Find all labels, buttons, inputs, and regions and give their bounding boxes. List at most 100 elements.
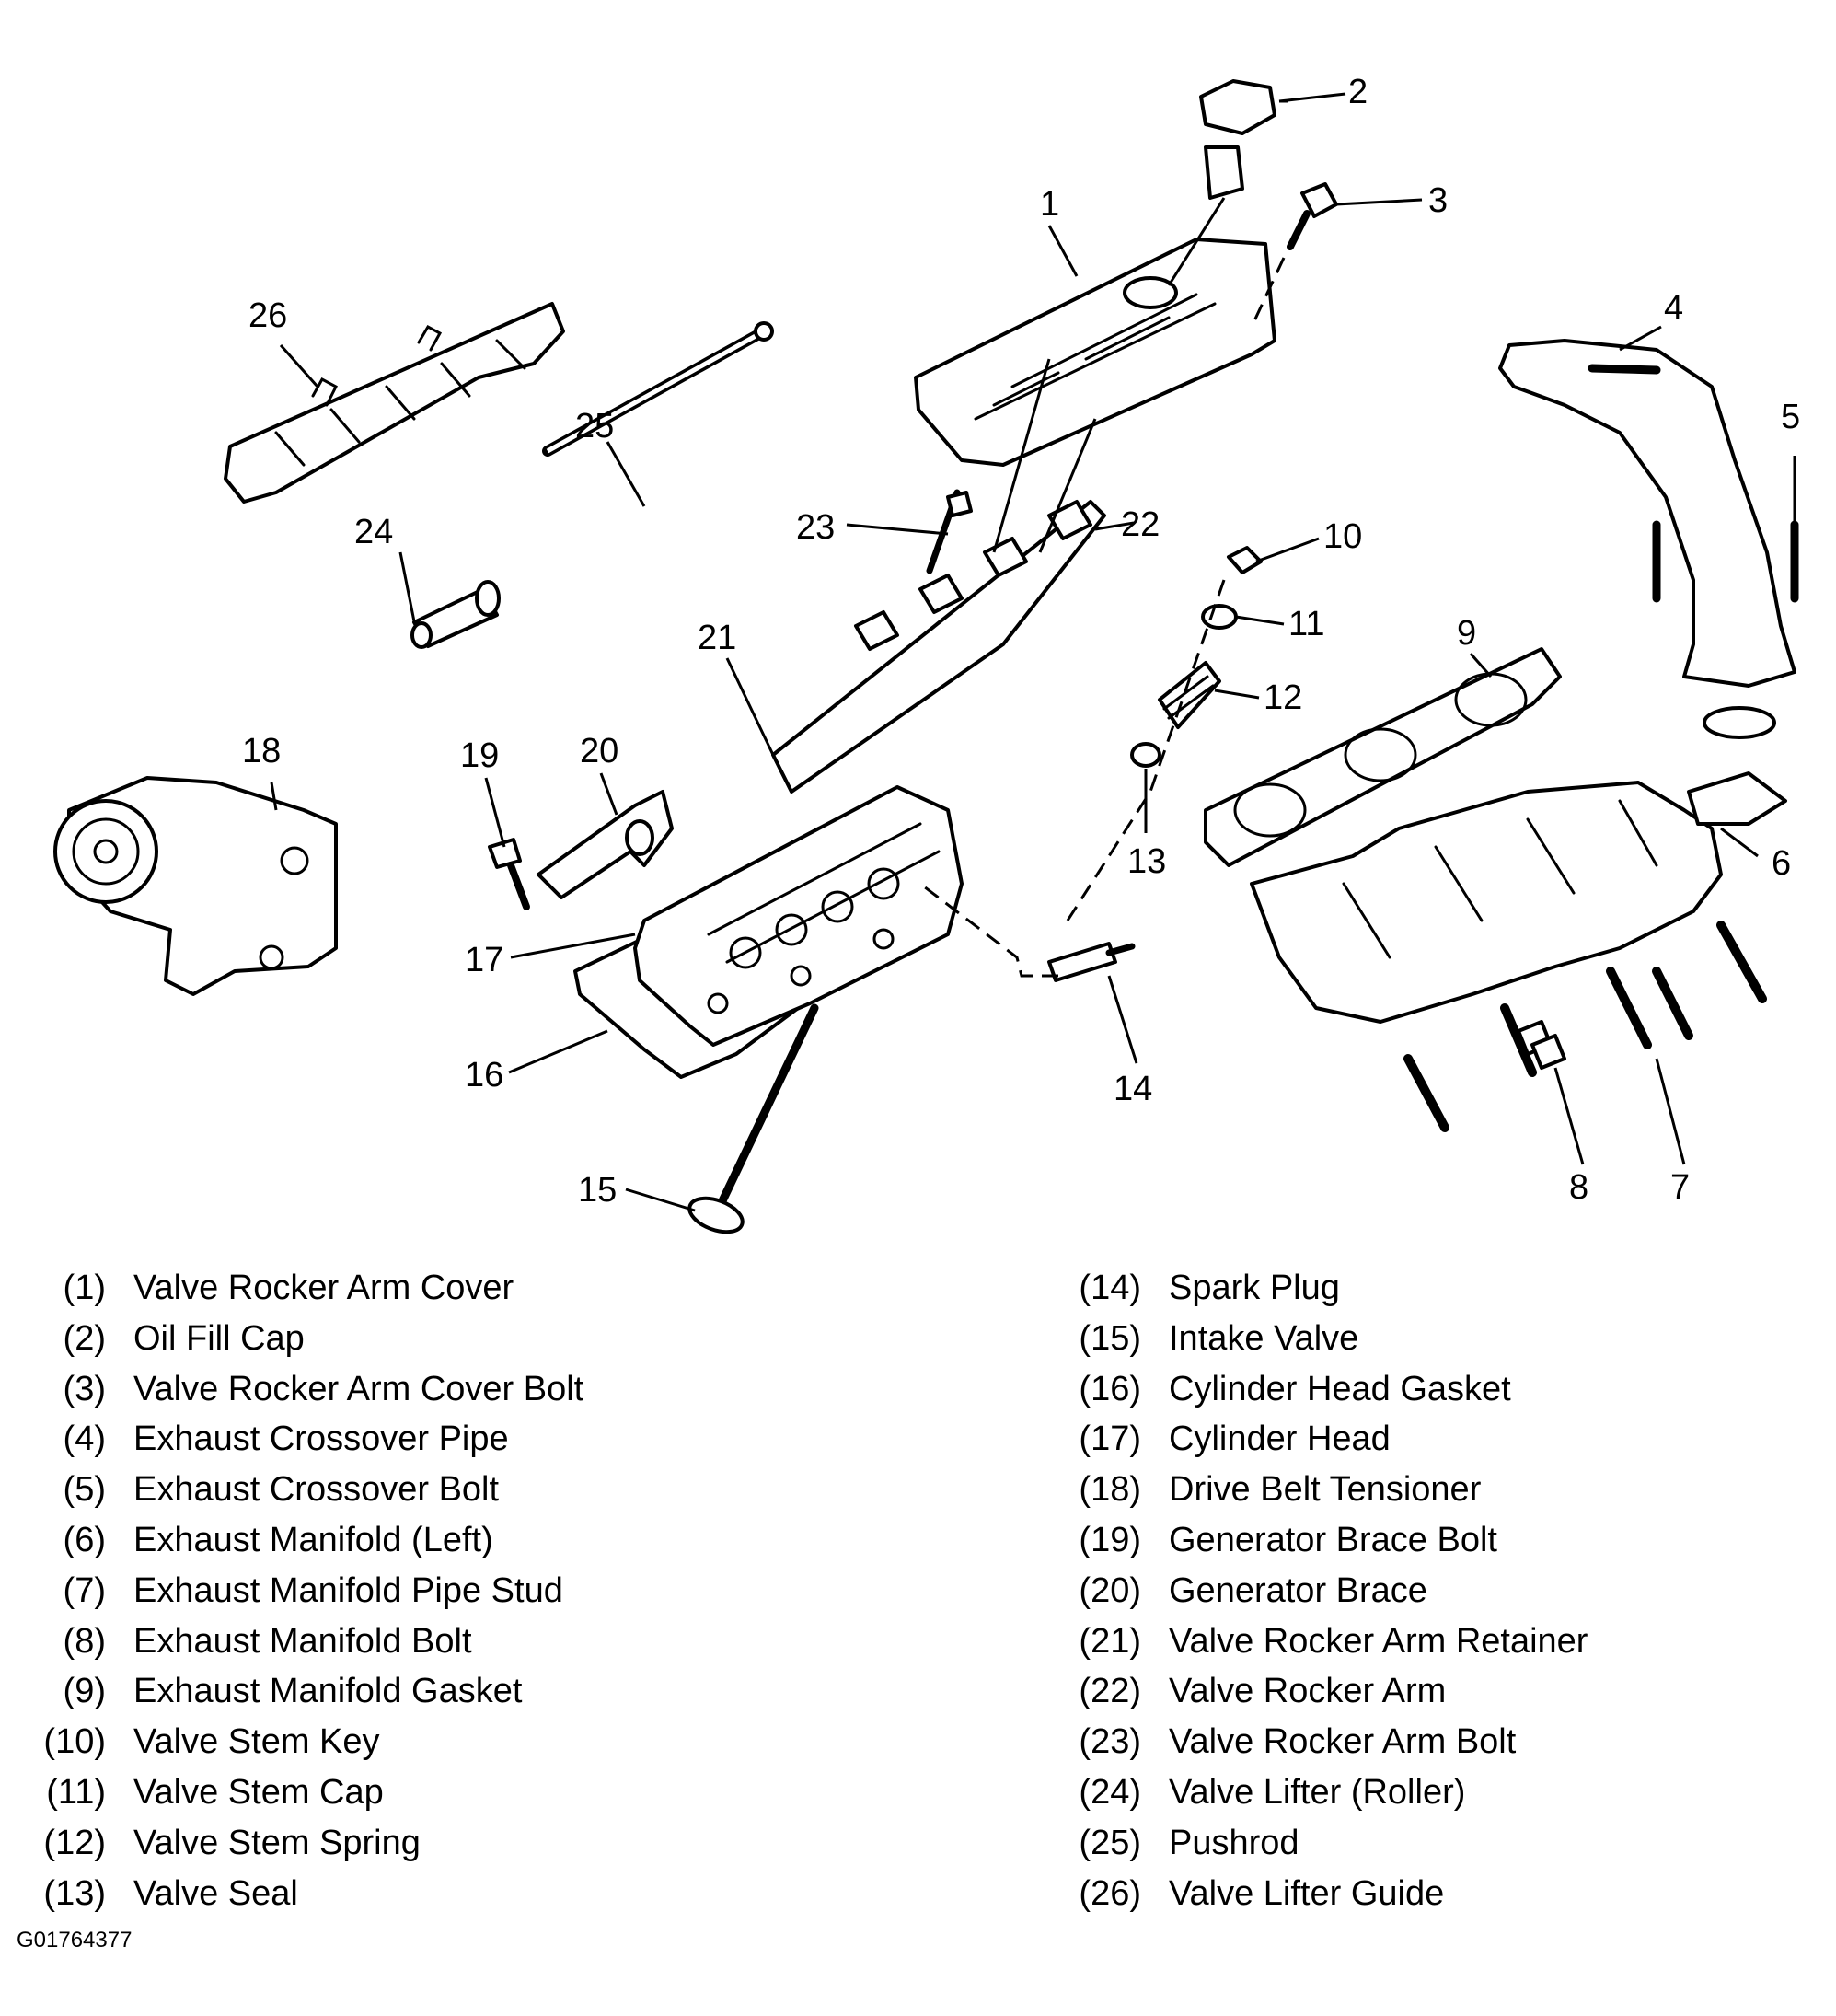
legend-number: (15) (1079, 1318, 1141, 1358)
legend-number: (21) (1079, 1621, 1141, 1661)
legend-number: (23) (1079, 1722, 1141, 1762)
legend-item: (4) Exhaust Crossover Pipe (28, 1414, 583, 1465)
legend-column-left: (1)Valve Rocker Arm Cover (2)Oil Fill Ca… (28, 1263, 583, 1918)
callout-13: 13 (1127, 842, 1166, 881)
callout-15: 15 (578, 1171, 617, 1210)
parts-legend: (1)Valve Rocker Arm Cover (2)Oil Fill Ca… (0, 1263, 1836, 1926)
exhaust-manifold-bolts (1517, 1020, 1566, 1070)
legend-item: (24)Valve Lifter (Roller) (1063, 1767, 1588, 1818)
generator-brace-bolt (488, 838, 530, 910)
valve-rocker-arm-cover (914, 238, 1276, 467)
valve-stem-key (1227, 546, 1263, 574)
callout-numbers: 1 2 3 4 5 6 7 8 9 10 11 12 13 14 15 16 1… (242, 73, 1800, 1210)
legend-number: (1) (63, 1269, 106, 1307)
legend-number: (16) (1079, 1369, 1141, 1408)
exhaust-manifold-gasket (1204, 647, 1562, 867)
callout-12: 12 (1264, 678, 1302, 717)
callout-18: 18 (242, 732, 281, 770)
spark-plug (919, 882, 1136, 982)
legend-number: (8) (63, 1621, 106, 1661)
legend-item: (22) Valve Rocker Arm (1063, 1666, 1588, 1717)
pushrod (542, 321, 774, 457)
legend-label: Exhaust Manifold (Left) (133, 1520, 493, 1559)
callout-5: 5 (1781, 398, 1800, 436)
legend-label: Valve Rocker Arm Cover Bolt (133, 1369, 584, 1408)
drive-belt-tensioner (53, 776, 338, 996)
legend-label: Pushrod (1169, 1823, 1299, 1862)
legend-number: (22) (1079, 1672, 1141, 1711)
valve-rocker-arm-cover-bolt (1250, 182, 1338, 328)
leader-lines (270, 92, 1796, 1212)
legend-number: (19) (1079, 1520, 1141, 1559)
legend-item: (26) Valve Lifter Guide (1063, 1869, 1588, 1919)
valve-stem-spring (1158, 661, 1221, 729)
legend-item: (20)Generator Brace (1063, 1566, 1588, 1616)
callout-17: 17 (465, 941, 503, 979)
legend-label: Generator Brace (1169, 1570, 1427, 1610)
legend-item: (21) Valve Rocker Arm Retainer (1063, 1616, 1588, 1667)
callout-20: 20 (580, 732, 618, 770)
legend-item: (15) Intake Valve (1063, 1314, 1588, 1364)
legend-number: (5) (63, 1470, 106, 1510)
legend-label: Exhaust Crossover Pipe (133, 1419, 509, 1459)
legend-label: Cylinder Head (1169, 1419, 1391, 1459)
legend-number: (2) (63, 1318, 106, 1358)
legend-number: (26) (1079, 1873, 1141, 1913)
legend-label: Valve Lifter (Roller) (1169, 1772, 1466, 1812)
legend-label: Valve Seal (133, 1873, 298, 1913)
callout-7: 7 (1670, 1168, 1690, 1207)
legend-number: (3) (63, 1369, 106, 1408)
valve-seal (1130, 742, 1161, 768)
exploded-view-drawing: 1 2 3 4 5 6 7 8 9 10 11 12 13 14 15 16 1… (53, 73, 1800, 1234)
legend-item: (23) Valve Rocker Arm Bolt (1063, 1717, 1588, 1767)
callout-23: 23 (796, 508, 835, 547)
legend-number: (17) (1079, 1419, 1141, 1459)
callout-26: 26 (248, 296, 287, 335)
callout-21: 21 (698, 619, 736, 657)
callout-4: 4 (1664, 289, 1683, 328)
legend-label: Intake Valve (1169, 1318, 1359, 1358)
legend-label: Cylinder Head Gasket (1169, 1369, 1511, 1408)
legend-label: Valve Rocker Arm Bolt (1169, 1722, 1517, 1762)
legend-item: (11)Valve Stem Cap (28, 1767, 583, 1818)
legend-item: (14) Spark Plug (1063, 1263, 1588, 1314)
valve-lifter-guide (224, 302, 565, 504)
callout-22: 22 (1121, 505, 1160, 544)
legend-item: (13)Valve Seal (28, 1869, 583, 1919)
exhaust-crossover-pipe (1498, 339, 1796, 739)
exhaust-manifold-studs (1403, 921, 1767, 1132)
legend-label: Valve Stem Spring (133, 1823, 421, 1862)
legend-label: Valve Stem Key (133, 1722, 380, 1762)
legend-label: Valve Lifter Guide (1169, 1873, 1445, 1913)
legend-item: (8)Exhaust Manifold Bolt (28, 1616, 583, 1667)
valve-stem-cap (1201, 604, 1238, 630)
legend-label: Valve Rocker Arm Retainer (1169, 1621, 1588, 1661)
callout-6: 6 (1772, 844, 1791, 883)
callout-3: 3 (1428, 181, 1448, 220)
legend-label: Spark Plug (1169, 1269, 1340, 1307)
intake-valve (687, 1003, 819, 1234)
legend-item: (10)Valve Stem Key (28, 1717, 583, 1767)
legend-number: (14) (1079, 1269, 1141, 1307)
callout-2: 2 (1348, 73, 1368, 111)
legend-item: (25)Pushrod (1063, 1818, 1588, 1869)
legend-item: (16) Cylinder Head Gasket (1063, 1364, 1588, 1415)
legend-item: (18)Drive Belt Tensioner (1063, 1465, 1588, 1515)
legend-item: (9)Exhaust Manifold Gasket (28, 1666, 583, 1717)
legend-item: (12)Valve Stem Spring (28, 1818, 583, 1869)
oil-fill-cap (1167, 79, 1276, 286)
legend-label: Exhaust Manifold Gasket (133, 1672, 523, 1711)
exhaust-manifold (1250, 771, 1787, 1024)
callout-25: 25 (575, 407, 614, 446)
callout-11: 11 (1288, 605, 1324, 643)
legend-label: Valve Rocker Arm (1169, 1672, 1447, 1711)
callout-10: 10 (1323, 517, 1362, 556)
legend-number: (4) (63, 1419, 106, 1459)
legend-item: (2)Oil Fill Cap (28, 1314, 583, 1364)
callout-14: 14 (1114, 1070, 1152, 1108)
legend-label: Exhaust Manifold Pipe Stud (133, 1570, 563, 1610)
legend-number: (7) (63, 1570, 106, 1610)
callout-16: 16 (465, 1056, 503, 1095)
legend-item: (6)Exhaust Manifold (Left) (28, 1515, 583, 1566)
legend-item: (7) Exhaust Manifold Pipe Stud (28, 1566, 583, 1616)
